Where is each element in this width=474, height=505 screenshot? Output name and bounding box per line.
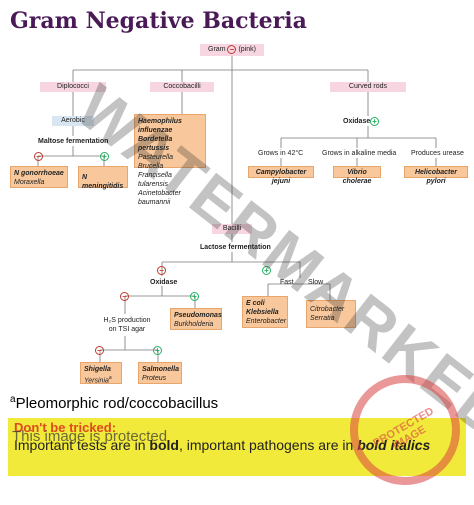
slow-fermenters-box: Citrobacter Serratia (306, 300, 356, 328)
branch-diplococci: Diplococci (40, 82, 106, 92)
helicobacter-label: Helicobacter pylori (414, 169, 458, 185)
condition-alkaline: Grows in alkaline media (322, 150, 397, 157)
pseudomonas-label: Pseudomonas (174, 312, 222, 319)
pseudomonas-box: Pseudomonas Burkholderia (170, 308, 222, 330)
positive-sign-icon: + (370, 117, 379, 126)
condition-42c: Grows in 42°C (258, 150, 304, 157)
negative-sign-icon: − (227, 45, 237, 54)
positive-sign-icon: + (190, 292, 199, 301)
vibrio-box: Vibrio cholerae (333, 166, 381, 185)
vibrio-label: Vibrio cholerae (342, 169, 372, 185)
n-gonorrhoeae-box: N gonorrhoeae Moraxella (10, 166, 68, 188)
lactose-fermentation-label: Lactose fermentation (200, 244, 271, 251)
footnote-text: Pleomorphic rod/coccobacillus (15, 395, 219, 412)
tip-text-b: bold (149, 437, 179, 453)
yersinia-label: Yersinia (84, 377, 109, 385)
francisella-label: Francisella tularensis (138, 172, 172, 188)
serratia-label: Serratia (310, 315, 335, 322)
h2s-production-label: H₂S production on TSI agar (103, 317, 151, 333)
moraxella-label: Moraxella (14, 179, 45, 186)
fast-label: Fast (280, 279, 294, 286)
helicobacter-box: Helicobacter pylori (404, 166, 468, 185)
tip-text-c: , important pathogens are in (178, 437, 358, 453)
stamp-text: PROTECTED IMAGE (371, 405, 436, 453)
flowchart-connectors (37, 56, 437, 362)
branch-curved-rods: Curved rods (330, 82, 406, 92)
protected-notice: This image is protected (12, 428, 168, 445)
campylobacter-box: Campylobacter jejuni (248, 166, 314, 185)
tip-box: Don't be tricked: Important tests are in… (8, 418, 466, 476)
citrobacter-label: Citrobacter (310, 306, 345, 313)
tip-text-a: Important tests are in (14, 437, 150, 453)
yersinia-entry: Yersiniaa (84, 374, 118, 385)
e-coli-label: E coli (246, 300, 265, 307)
maltose-fermentation-label: Maltose fermentation (38, 138, 109, 145)
oxidase-label-bacilli: Oxidase (150, 279, 178, 286)
n-meningitidis-label: N meningitidis (82, 174, 124, 190)
negative-sign-icon: − (157, 266, 166, 275)
yersinia-footnote-mark: a (108, 375, 112, 381)
negative-sign-icon: − (120, 292, 129, 301)
page-title: Gram Negative Bacteria (10, 8, 307, 34)
branch-coccobacilli: Coccobacilli (150, 82, 214, 92)
root-label: Gram (208, 46, 226, 53)
shigella-label: Shigella (84, 366, 111, 373)
coccobacilli-box: Haemophilus influenzae Bordetella pertus… (134, 114, 206, 206)
negative-sign-icon: − (34, 152, 43, 161)
positive-sign-icon: + (100, 152, 109, 161)
branch-bacilli: Bacilli (212, 224, 252, 234)
footnote: aPleomorphic rod/coccobacillus (10, 394, 218, 412)
tip-heading: Don't be tricked: (14, 420, 117, 435)
n-gonorrhoeae-label: N gonorrhoeae (14, 170, 64, 177)
gram-negative-root: Gram − (pink) (200, 44, 264, 56)
shigella-box: Shigella Yersiniaa (80, 362, 122, 384)
enterobacter-label: Enterobacter (246, 318, 287, 325)
klebsiella-label: Klebsiella (246, 309, 279, 316)
campylobacter-label: Campylobacter jejuni (255, 169, 307, 185)
brucella-label: Brucella (138, 163, 164, 170)
oxidase-label: Oxidase (343, 118, 371, 125)
bordetella-label: Bordetella pertussis (138, 136, 173, 152)
slow-label: Slow (308, 279, 324, 286)
positive-sign-icon: + (262, 266, 271, 275)
pasteurella-label: Pasteurella (138, 154, 174, 161)
haemophilus-label: Haemophilus influenzae (138, 118, 182, 134)
acinetobacter-label: Acinetobacter baumannii (138, 190, 181, 206)
root-stain: (pink) (238, 46, 256, 53)
salmonella-box: Salmonella Proteus (138, 362, 182, 384)
fast-fermenters-box: E coli Klebsiella Enterobacter (242, 296, 288, 328)
burkholderia-label: Burkholderia (174, 321, 214, 328)
n-meningitidis-box: N meningitidis (78, 166, 128, 190)
aerobic-label: Aerobic (52, 116, 94, 126)
positive-sign-icon: + (153, 346, 162, 355)
tip-text-d: bold italics (357, 437, 431, 453)
negative-sign-icon: − (95, 346, 104, 355)
tip-text: Important tests are in bold, important p… (14, 436, 460, 455)
footnote-mark: a (10, 394, 16, 405)
salmonella-label: Salmonella (142, 366, 179, 373)
proteus-label: Proteus (142, 375, 167, 382)
condition-urease: Produces urease (411, 150, 464, 157)
